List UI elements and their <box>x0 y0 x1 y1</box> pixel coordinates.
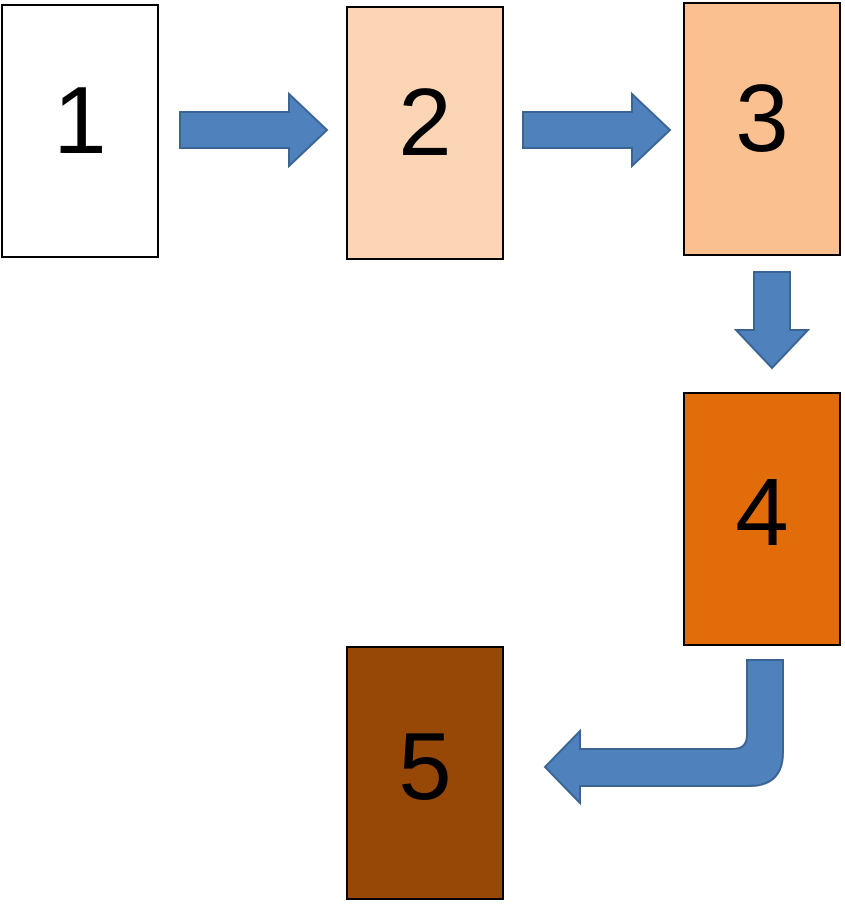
step-label-3: 3 <box>735 65 789 172</box>
step-label-1: 1 <box>53 67 107 174</box>
arrow-step3-to-step4 <box>733 271 811 370</box>
step-label-2: 2 <box>398 69 452 176</box>
step-label-4: 4 <box>735 459 789 566</box>
arrow-step2-to-step3 <box>522 91 672 169</box>
step-box-1: 1 <box>1 4 159 258</box>
step-box-2: 2 <box>346 6 504 260</box>
step-box-4: 4 <box>683 392 841 646</box>
step-label-5: 5 <box>398 713 452 820</box>
arrow-step4-to-step5 <box>543 659 784 806</box>
step-box-3: 3 <box>683 2 841 256</box>
arrow-step1-to-step2 <box>179 91 329 169</box>
step-box-5: 5 <box>346 646 504 900</box>
